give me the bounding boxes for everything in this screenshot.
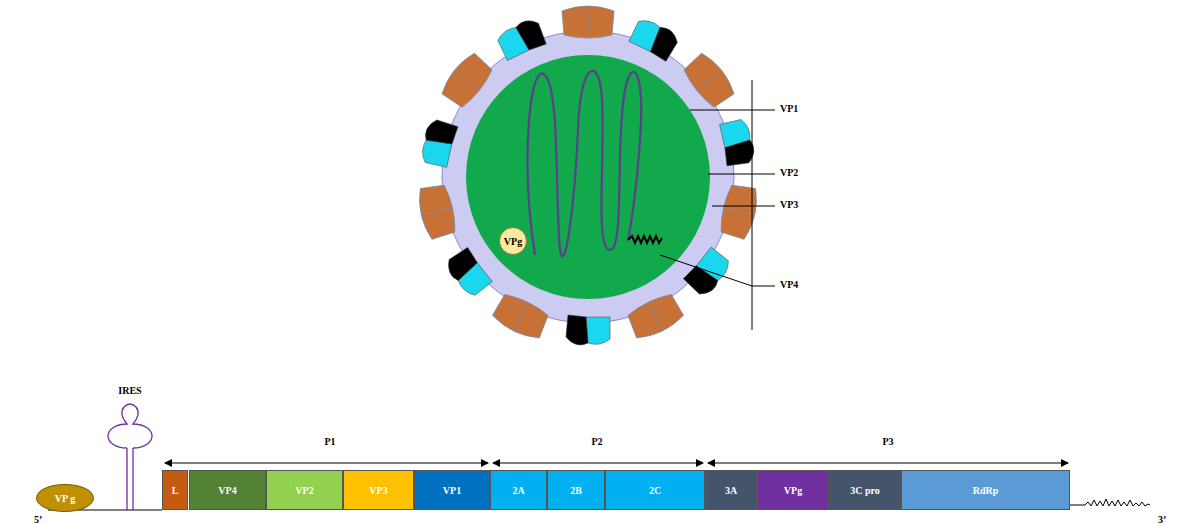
protein-label: VP2 xyxy=(780,167,798,178)
node-text: 3C pro xyxy=(850,485,880,496)
vpg-shape: VP g xyxy=(36,484,94,512)
end-label: 5’ xyxy=(34,514,42,524)
node-text: 2C xyxy=(649,485,661,496)
genome-segment: VP2 xyxy=(266,470,343,510)
region-label: P3 xyxy=(882,436,893,447)
genome-segment: VPg xyxy=(757,470,829,510)
protein-label: VP4 xyxy=(780,279,798,290)
end-label: 3’ xyxy=(1158,514,1166,524)
region-label: P1 xyxy=(324,436,335,447)
node-text: L xyxy=(172,485,179,496)
node-text: VPg xyxy=(504,236,522,247)
node-text: VPg xyxy=(784,485,802,496)
region-label: P2 xyxy=(591,436,602,447)
node-text: 2B xyxy=(570,485,582,496)
genome-segment: VP3 xyxy=(343,470,414,510)
protein-label: VP1 xyxy=(780,103,798,114)
node-text: VP g xyxy=(55,493,75,504)
node-text: VP2 xyxy=(295,485,313,496)
genome-segment: 2B xyxy=(547,470,605,510)
genome-segment: VP4 xyxy=(189,470,266,510)
node-text: VP3 xyxy=(369,485,387,496)
vpg-shape: VPg xyxy=(499,227,527,255)
genome-segment: 3A xyxy=(705,470,757,510)
protein-label: VP3 xyxy=(780,199,798,210)
node-text: RdRp xyxy=(973,485,999,496)
genome-segment: VP1 xyxy=(414,470,490,510)
genome-segment: 2A xyxy=(490,470,547,510)
genome-segment: 3C pro xyxy=(829,470,901,510)
node-text: 3A xyxy=(725,485,737,496)
node-text: 2A xyxy=(512,485,524,496)
genome-segment: 2C xyxy=(605,470,705,510)
region-label: IRES xyxy=(118,385,141,396)
node-text: VP4 xyxy=(218,485,236,496)
genome-segment: L xyxy=(162,470,188,510)
node-text: VP1 xyxy=(443,485,461,496)
genome-segment: RdRp xyxy=(901,470,1070,510)
